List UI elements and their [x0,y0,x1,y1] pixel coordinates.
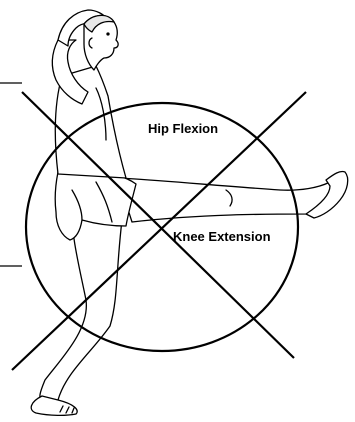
raised-leg [118,178,336,222]
standing-foot [31,396,77,415]
man-figure-icon [31,10,348,415]
eye [107,33,109,35]
hip-flexion-label: Hip Flexion [148,121,218,136]
knee-extension-label: Knee Extension [173,229,271,244]
margin-tick-lines [0,83,22,266]
